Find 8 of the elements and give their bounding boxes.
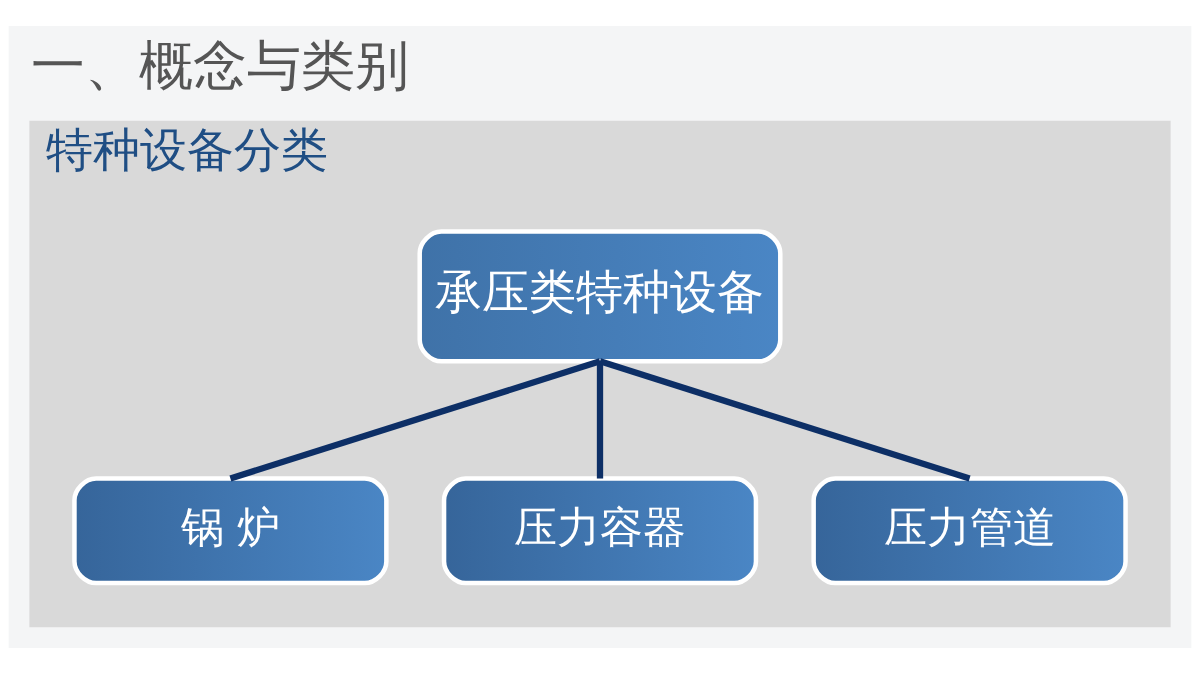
connector <box>229 358 601 482</box>
node-box: 压力管道 <box>811 476 1128 586</box>
diagram-title: 一、概念与类别 <box>31 33 410 97</box>
connector <box>596 361 604 479</box>
node-box: 压力容器 <box>441 476 759 586</box>
node-box: 锅 炉 <box>72 476 389 586</box>
node-box: 承压类特种设备 <box>417 229 783 364</box>
connector <box>599 358 971 482</box>
